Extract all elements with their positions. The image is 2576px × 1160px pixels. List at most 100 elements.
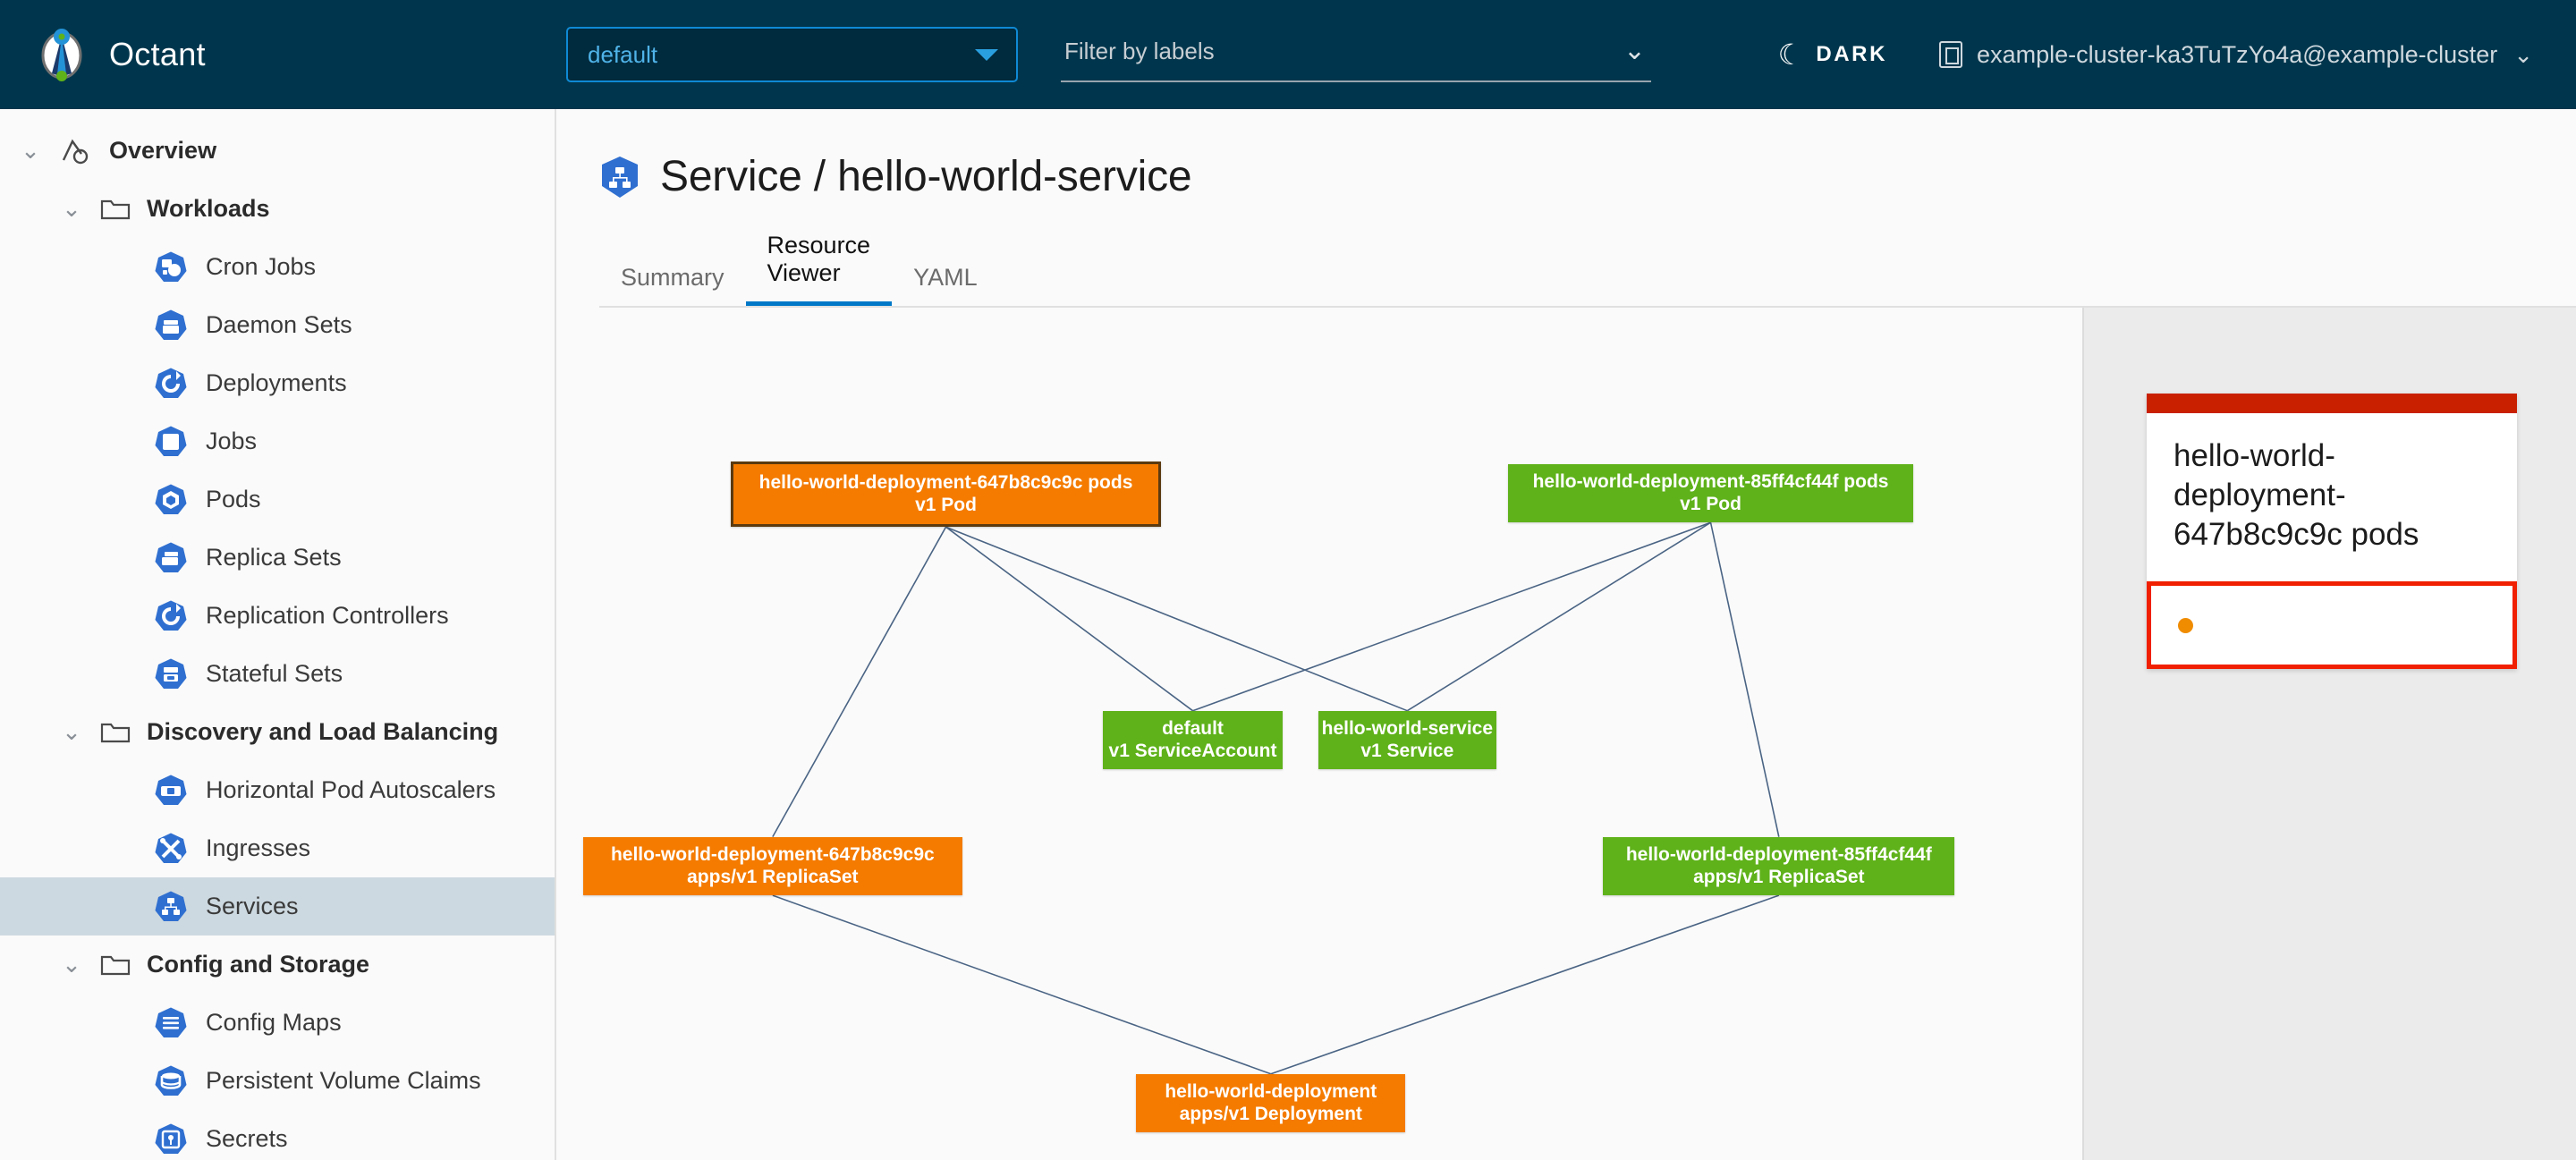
chevron-down-icon[interactable]: ⌄ <box>62 951 81 978</box>
tab-resource-viewer[interactable]: Resource Viewer <box>745 232 893 306</box>
sidebar-item-label: Overview <box>109 137 217 164</box>
graph-node-kind: v1 Pod <box>915 495 977 516</box>
secret-icon <box>154 1122 188 1156</box>
sidebar-item-jobs[interactable]: Jobs <box>0 412 555 470</box>
chevron-down-icon[interactable]: ⌄ <box>21 137 40 164</box>
sidebar-item-cron-jobs[interactable]: Cron Jobs <box>0 238 555 296</box>
graph-edge <box>1711 522 1779 836</box>
theme-toggle-button[interactable]: ☾ DARK <box>1778 40 1887 69</box>
service-icon <box>154 890 188 924</box>
chevron-down-icon: ⌄ <box>2513 40 2533 68</box>
tab-summary[interactable]: Summary <box>621 264 724 291</box>
sidebar-item-label: Deployments <box>206 369 347 396</box>
chevron-down-icon[interactable]: ⌄ <box>62 718 81 745</box>
graph-node-kind: v1 Pod <box>1680 494 1741 515</box>
sidebar-item-replica-sets[interactable]: Replica Sets <box>0 529 555 587</box>
sidebar-item-discovery-and-load-balancing[interactable]: ⌄Discovery and Load Balancing <box>0 703 555 761</box>
sidebar-item-config-maps[interactable]: Config Maps <box>0 994 555 1052</box>
graph-node-kind: v1 ServiceAccount <box>1108 741 1277 762</box>
ingress-icon <box>154 832 188 866</box>
sidebar-item-config-and-storage[interactable]: ⌄ Config and Storage <box>0 936 555 994</box>
replicationcontroller-icon <box>154 599 188 633</box>
graph-edges <box>556 308 2082 1160</box>
cluster-name: example-cluster-ka3TuTzYo4a@example-clus… <box>1977 40 2498 68</box>
sidebar-item-pods[interactable]: Pods <box>0 470 555 529</box>
sidebar-item-deployments[interactable]: Deployments <box>0 354 555 412</box>
chevron-down-icon[interactable]: ⌄ <box>62 195 81 222</box>
detail-card-body[interactable] <box>2147 581 2517 670</box>
chevron-down-icon[interactable]: ⌄ <box>1623 36 1646 65</box>
graph-node-name: hello-world-service <box>1321 717 1494 739</box>
card-status-bar <box>2147 394 2517 413</box>
sidebar-item-label: Replica Sets <box>206 544 342 571</box>
brand[interactable]: Octant <box>34 27 566 82</box>
detail-panel: hello-world-deployment-647b8c9c9c pods <box>2082 308 2576 1160</box>
sidebar-item-secrets[interactable]: Secrets <box>0 1110 555 1160</box>
graph-node-name: hello-world-deployment-647b8c9c9c <box>610 843 935 865</box>
namespace-value: default <box>588 40 658 68</box>
graph-node-kind: v1 Service <box>1360 741 1454 762</box>
cluster-selector[interactable]: example-cluster-ka3TuTzYo4a@example-clus… <box>1939 41 2533 69</box>
sidebar-item-daemon-sets[interactable]: Daemon Sets <box>0 296 555 354</box>
sidebar-item-overview[interactable]: ⌄ Overview <box>0 122 555 180</box>
graph-node-name: default <box>1162 717 1224 739</box>
sidebar-item-label: Persistent Volume Claims <box>206 1067 481 1094</box>
graph-node-name: hello-world-deployment-647b8c9c9c pods <box>758 471 1133 493</box>
theme-toggle-label: DARK <box>1816 42 1888 66</box>
label-filter-placeholder: Filter by labels <box>1064 37 1215 64</box>
sidebar-item-label: Cron Jobs <box>206 253 317 280</box>
sidebar-item-ingresses[interactable]: Ingresses <box>0 819 555 877</box>
moon-icon: ☾ <box>1777 38 1804 71</box>
daemonset-icon <box>154 309 188 343</box>
cronjob-icon <box>154 250 188 284</box>
sidebar-item-persistent-volume-claims[interactable]: Persistent Volume Claims <box>0 1052 555 1110</box>
hpa-icon <box>154 774 188 808</box>
sidebar-item-label: Replication Controllers <box>206 602 449 629</box>
graph-edge <box>946 527 1193 710</box>
sidebar-item-label: Config and Storage <box>147 951 369 978</box>
sidebar-item-label: Workloads <box>147 195 270 222</box>
folder-icon <box>100 197 131 222</box>
sidebar-item-horizontal-pod-autoscalers[interactable]: Horizontal Pod Autoscalers <box>0 761 555 819</box>
sidebar-item-label: Secrets <box>206 1125 288 1152</box>
sidebar-item-label: Ingresses <box>206 834 311 861</box>
page-title-row: Service / hello-world-service <box>556 109 2576 201</box>
namespace-select[interactable]: default <box>566 27 1018 82</box>
main-content: Service / hello-world-service Summary Res… <box>556 109 2576 1160</box>
overview-icon <box>57 137 93 165</box>
sidebar-item-label: Jobs <box>206 428 258 454</box>
graph-edge <box>946 527 1408 710</box>
tab-yaml[interactable]: YAML <box>913 264 978 291</box>
caret-down-icon <box>975 48 998 61</box>
app-header: Octant default Filter by labels ⌄ ☾ DARK… <box>0 0 2576 109</box>
graph-node-kind: apps/v1 ReplicaSet <box>1693 867 1865 888</box>
sidebar-item-label: Pods <box>206 486 261 512</box>
status-dot-icon <box>2178 617 2193 633</box>
graph-node-kind: apps/v1 Deployment <box>1179 1104 1362 1125</box>
sidebar-item-workloads[interactable]: ⌄ Workloads <box>0 180 555 238</box>
graph-edge <box>773 895 1271 1074</box>
detail-card[interactable]: hello-world-deployment-647b8c9c9c pods <box>2147 394 2517 670</box>
folder-icon <box>100 953 131 978</box>
sidebar-item-replication-controllers[interactable]: Replication Controllers <box>0 587 555 645</box>
job-icon <box>154 425 188 459</box>
label-filter-input[interactable]: Filter by labels ⌄ <box>1061 27 1651 82</box>
brand-name: Octant <box>109 36 206 72</box>
sidebar-item-services[interactable]: Services <box>0 877 555 936</box>
sidebar-item-stateful-sets[interactable]: Stateful Sets <box>0 645 555 703</box>
sidebar-item-label: Daemon Sets <box>206 311 352 338</box>
graph-node-name: hello-world-deployment <box>1165 1080 1377 1102</box>
folder-icon <box>100 720 131 745</box>
sidebar-item-label: Services <box>206 893 299 919</box>
graph-node-name: hello-world-deployment-85ff4cf44f <box>1625 843 1932 865</box>
pvc-icon <box>154 1064 188 1098</box>
